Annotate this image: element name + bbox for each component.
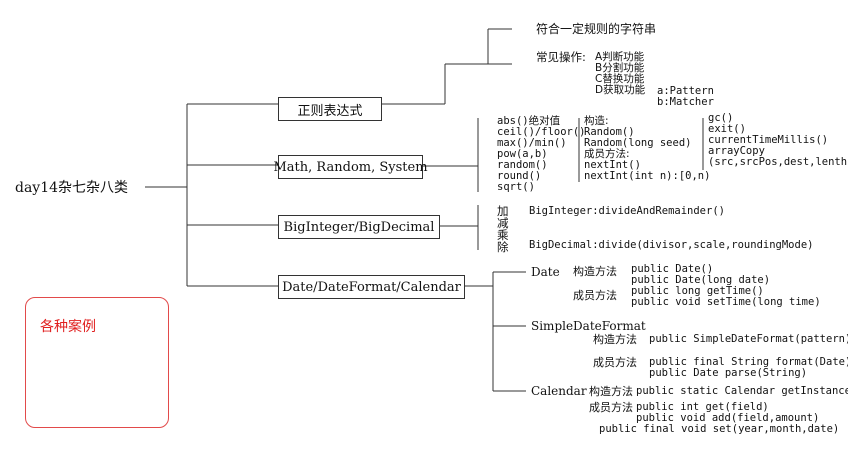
date-ctor: public Date() [631,263,714,275]
bigdecimal-method: BigDecimal:divide(divisor,scale,rounding… [529,239,814,251]
date-member: public long getTime() [631,285,764,297]
sdf-member-label: 成员方法 [593,356,637,369]
sdf-ctor-label: 构造方法 [593,333,637,346]
math-method: abs()绝对值 [497,115,561,127]
math-method: ceil()/floor() [497,126,586,138]
calendar-member: public final void set(year,month,date) [599,423,840,435]
cases-label: 各种案例 [40,319,96,335]
calendar-ctor-label: 构造方法 [589,385,633,398]
regex-class-pattern: a:Pattern [657,85,714,97]
math-random-system-node: Math, Random, System [273,155,428,179]
math-method: max()/min() [497,137,567,149]
random-member-label: 成员方法: [584,148,630,160]
calendar-member-label: 成员方法 [589,401,633,414]
date-ctor-label: 构造方法 [573,265,617,278]
sdf-member: public Date parse(String) [649,367,808,379]
random-ctor-label: 构造: [584,115,609,127]
date-class-label: Date [531,265,560,279]
system-method: arrayCopy [708,145,765,157]
biginteger-bigdecimal-node: BigInteger/BigDecimal [278,215,440,239]
big-op-sub: 减 [497,216,509,230]
calendar-member: public void add(field,amount) [636,412,820,424]
biginteger-method: BigInteger:divideAndRemainder() [529,205,725,217]
cases-box: 各种案例 [25,297,169,428]
regex-ops-label: 常见操作: [536,50,586,64]
math-method: sqrt() [497,181,535,193]
regex-node: 正则表达式 [278,97,382,121]
date-member: public void setTime(long time) [631,296,821,308]
big-op-div: 除 [497,240,509,254]
system-method: exit() [708,123,746,135]
regex-op-replace: C替换功能 [595,73,645,85]
date-member-label: 成员方法 [573,289,617,302]
math-method: round() [497,170,542,182]
date-ctor: public Date(long date) [631,274,771,286]
random-item: nextInt() [584,159,641,171]
regex-op-find: D获取功能 [595,84,646,96]
system-method: currentTimeMillis() [708,134,829,146]
random-item: Random(long seed) [584,137,692,149]
big-op-mul: 乘 [497,228,509,242]
sdf-ctor: public SimpleDateFormat(pattern) [649,333,848,345]
regex-class-matcher: b:Matcher [657,96,714,108]
regex-description: 符合一定规则的字符串 [536,22,657,36]
system-method: gc() [708,112,734,124]
regex-op-match: A判断功能 [595,51,645,63]
math-method: pow(a,b) [497,148,548,160]
sdf-member: public final String format(Date) [649,356,848,368]
date-format-calendar-node: Date/DateFormat/Calendar [278,275,465,299]
sdf-class-label: SimpleDateFormat [531,319,646,333]
calendar-member: public int get(field) [636,401,769,413]
math-method: random() [497,159,548,171]
calendar-ctor: public static Calendar getInstance() [636,385,848,397]
random-item: Random() [584,126,635,138]
calendar-class-label: Calendar [531,384,587,398]
regex-op-split: B分割功能 [595,62,645,74]
system-method: (src,srcPos,dest,lenth) [708,156,848,168]
big-op-add: 加 [497,204,509,218]
random-item: nextInt(int n):[0,n) [584,170,711,182]
root-topic: day14杂七杂八类 [15,180,129,196]
